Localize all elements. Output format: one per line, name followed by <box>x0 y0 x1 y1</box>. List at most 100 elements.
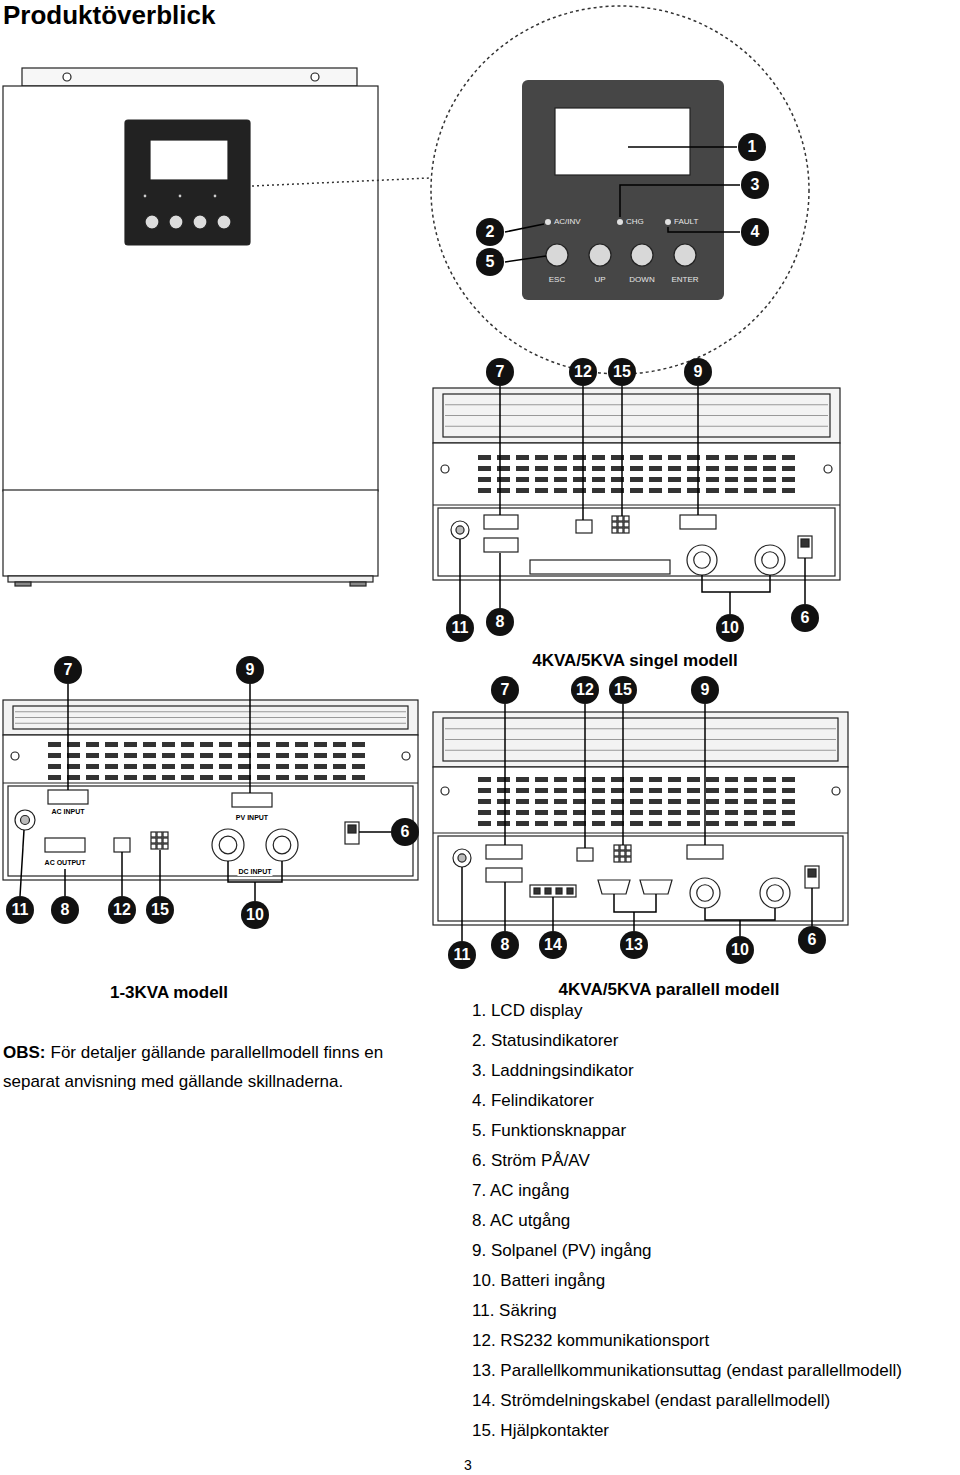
callout-number: 5 <box>486 253 495 271</box>
vent-slot <box>516 455 529 460</box>
fuse-cap <box>21 816 30 825</box>
current-sharing-pin <box>534 888 540 894</box>
callout-disc <box>51 896 79 924</box>
vent-slot <box>314 742 327 747</box>
vent-slot <box>314 753 327 758</box>
vent-slot <box>630 821 643 826</box>
mounting-flange <box>22 68 357 86</box>
cover-ridge <box>445 426 828 427</box>
vent-slot <box>48 742 61 747</box>
vent-slot <box>478 477 491 482</box>
vent-slot <box>573 466 586 471</box>
button <box>217 215 231 229</box>
vent-slot <box>630 466 643 471</box>
housing <box>3 86 378 491</box>
page-title: Produktöverblick <box>3 0 215 30</box>
vent-slot <box>352 753 365 758</box>
leader-line <box>668 227 740 232</box>
callout-number: 7 <box>501 681 510 699</box>
vent-slot <box>257 753 270 758</box>
callout-number: 10 <box>721 619 739 637</box>
leader-line <box>254 882 256 901</box>
button-label: DOWN <box>629 275 654 285</box>
vent-slot <box>535 455 548 460</box>
button-label: ESC <box>549 275 565 285</box>
leader-line <box>499 386 501 515</box>
aux-contact <box>151 844 156 849</box>
vent-slot <box>630 488 643 493</box>
legend-item: 9. Solpanel (PV) ingång <box>472 1241 652 1261</box>
vent-slot <box>725 466 738 471</box>
vent-slot <box>554 488 567 493</box>
switch-rocker <box>348 825 356 833</box>
aux-contact <box>618 522 623 527</box>
vent-slot <box>352 764 365 769</box>
vent-slot <box>276 753 289 758</box>
callout-disc <box>716 614 744 642</box>
vent-slot <box>554 477 567 482</box>
vent-slot <box>592 799 605 804</box>
cover-plate <box>530 560 670 574</box>
battery-terminal <box>266 829 298 861</box>
vent-slot <box>554 777 567 782</box>
vent-slot <box>573 821 586 826</box>
leader-line <box>633 912 635 931</box>
vent-slot <box>630 799 643 804</box>
vent-slot <box>497 488 510 493</box>
callout-disc <box>620 931 648 959</box>
vent-slot <box>516 488 529 493</box>
callout-disc <box>741 218 769 246</box>
vent-slot <box>314 775 327 780</box>
leader-line <box>461 867 463 941</box>
indicator-label: AC/INV <box>554 217 581 227</box>
vent-slot <box>276 764 289 769</box>
leader-line <box>704 704 706 845</box>
leader-line <box>811 888 813 926</box>
callout-number: 1 <box>748 138 757 156</box>
ac-output-terminal <box>45 838 85 852</box>
leader-line <box>64 869 66 896</box>
aux-contact <box>624 516 629 521</box>
vent-slot <box>516 810 529 815</box>
front-panel <box>125 120 250 245</box>
leader-line <box>621 386 623 516</box>
terminal-label: DC INPUT <box>237 868 272 876</box>
vent-slot <box>763 799 776 804</box>
vent-slot <box>219 764 232 769</box>
callout-disc <box>738 133 766 161</box>
switch-rocker <box>801 539 809 547</box>
button <box>193 215 207 229</box>
callout-number: 8 <box>496 613 505 631</box>
ac-input-terminal <box>48 790 88 804</box>
vent-slot <box>478 810 491 815</box>
housing-lower <box>3 490 378 576</box>
indicator-label: FAULT <box>674 217 698 227</box>
bracket <box>705 908 775 920</box>
vent-slot <box>782 466 795 471</box>
aux-contact <box>624 528 629 533</box>
vent-slot <box>333 764 346 769</box>
vent-slot <box>744 488 757 493</box>
vent-slot <box>105 753 118 758</box>
panel-edge <box>3 782 418 783</box>
vent-slot <box>725 821 738 826</box>
callout-disc <box>6 896 34 924</box>
vent-slot <box>105 764 118 769</box>
vent-slot <box>706 488 719 493</box>
battery-terminal-inner <box>767 885 784 902</box>
vent-slot <box>497 466 510 471</box>
cover-ridge <box>445 415 828 416</box>
callout-number: 9 <box>246 661 255 679</box>
vent-slot <box>744 477 757 482</box>
vent-slot <box>554 799 567 804</box>
vent-slot <box>86 775 99 780</box>
vent-slot <box>573 477 586 482</box>
vent-slot <box>687 821 700 826</box>
vent-slot <box>649 477 662 482</box>
callout-number: 6 <box>801 609 810 627</box>
aux-contact <box>614 851 619 856</box>
power-switch <box>805 866 819 888</box>
rear-panel <box>3 684 418 901</box>
vent-slot <box>668 466 681 471</box>
vent-slot <box>725 455 738 460</box>
